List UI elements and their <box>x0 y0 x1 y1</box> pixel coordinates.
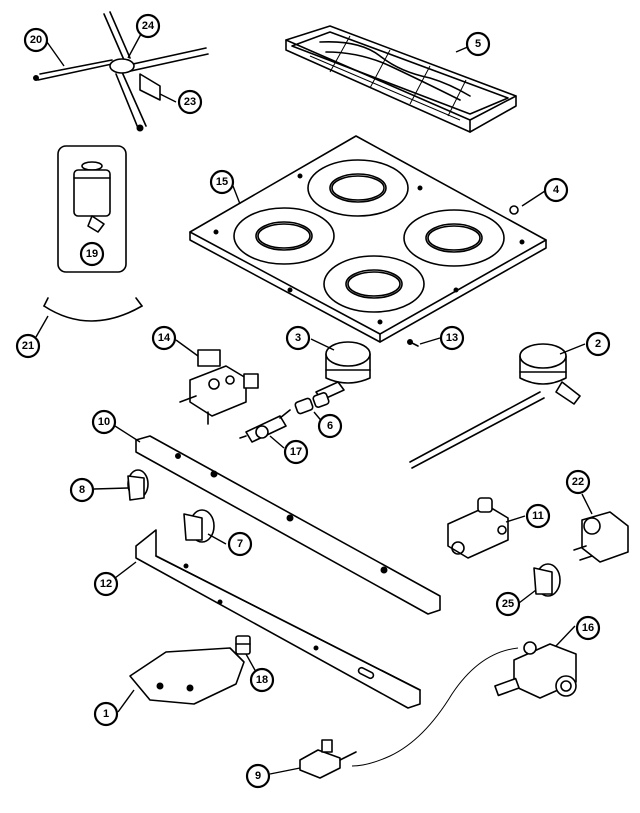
knob-8-part <box>127 469 149 501</box>
callout-5: 5 <box>465 31 491 57</box>
orifice-holder-17-part <box>239 409 291 443</box>
screw-4-part <box>509 205 519 215</box>
svg-text:19: 19 <box>86 248 98 260</box>
screw-13-part <box>407 339 419 347</box>
callout-13: 13 <box>439 325 465 351</box>
svg-text:9: 9 <box>255 770 261 782</box>
svg-text:4: 4 <box>553 184 560 196</box>
front-panel-part <box>135 529 421 709</box>
orifice-6-part <box>294 392 330 415</box>
callout-10: 10 <box>91 409 117 435</box>
wire-clip-part <box>43 297 143 322</box>
thermocouple-wire-part <box>351 647 519 767</box>
wire-grate-part <box>285 25 517 133</box>
callout-21: 21 <box>15 333 41 359</box>
callout-19: 19 <box>79 241 105 267</box>
svg-text:7: 7 <box>237 538 243 550</box>
callout-14: 14 <box>151 325 177 351</box>
callout-9: 9 <box>245 763 271 789</box>
svg-text:15: 15 <box>216 176 228 188</box>
svg-text:10: 10 <box>98 416 110 428</box>
valve-14-part <box>179 349 259 425</box>
svg-text:14: 14 <box>158 332 171 344</box>
leader-lines <box>35 33 593 775</box>
callout-6: 6 <box>317 413 343 439</box>
cooktop-panel-part <box>189 135 547 343</box>
manifold-bar-part <box>135 435 441 615</box>
svg-text:2: 2 <box>595 338 601 350</box>
svg-text:11: 11 <box>532 510 544 522</box>
svg-text:18: 18 <box>256 674 268 686</box>
callout-18: 18 <box>249 667 275 693</box>
callout-16: 16 <box>575 615 601 641</box>
svg-text:8: 8 <box>79 484 85 496</box>
knob-7-part <box>183 509 215 543</box>
svg-text:20: 20 <box>30 34 42 46</box>
callout-23: 23 <box>177 89 203 115</box>
callout-20: 20 <box>23 27 49 53</box>
svg-text:3: 3 <box>295 332 301 344</box>
knob-25-part <box>533 563 561 597</box>
svg-text:21: 21 <box>22 340 34 352</box>
callout-12: 12 <box>93 571 119 597</box>
fitting-18-part <box>235 635 251 655</box>
electrode-9-part <box>299 739 357 779</box>
svg-text:12: 12 <box>100 578 112 590</box>
callout-25: 25 <box>495 591 521 617</box>
svg-text:16: 16 <box>582 622 594 634</box>
svg-text:25: 25 <box>502 598 514 610</box>
ignitor-kit-part <box>57 145 127 273</box>
callout-2: 2 <box>585 331 611 357</box>
svg-text:6: 6 <box>327 420 333 432</box>
svg-text:13: 13 <box>446 332 458 344</box>
svg-text:24: 24 <box>142 20 155 32</box>
valve-16-part <box>494 641 577 699</box>
callout-15: 15 <box>209 169 235 195</box>
burner-2-part <box>409 343 581 469</box>
callout-11: 11 <box>525 503 551 529</box>
callout-7: 7 <box>227 531 253 557</box>
bracket-1-part <box>129 647 245 705</box>
callout-22: 22 <box>565 469 591 495</box>
valve-22-part <box>573 511 629 563</box>
callout-8: 8 <box>69 477 95 503</box>
callout-4: 4 <box>543 177 569 203</box>
callout-24: 24 <box>135 13 161 39</box>
svg-text:22: 22 <box>572 476 584 488</box>
burner-3-part <box>315 341 371 401</box>
callout-17: 17 <box>283 439 309 465</box>
svg-text:5: 5 <box>475 38 481 50</box>
svg-text:23: 23 <box>184 96 196 108</box>
regulator-11-part <box>447 497 509 559</box>
svg-text:17: 17 <box>290 446 302 458</box>
callout-1: 1 <box>93 701 119 727</box>
svg-text:1: 1 <box>103 708 109 720</box>
burner-spider-part <box>33 11 209 132</box>
callout-3: 3 <box>285 325 311 351</box>
